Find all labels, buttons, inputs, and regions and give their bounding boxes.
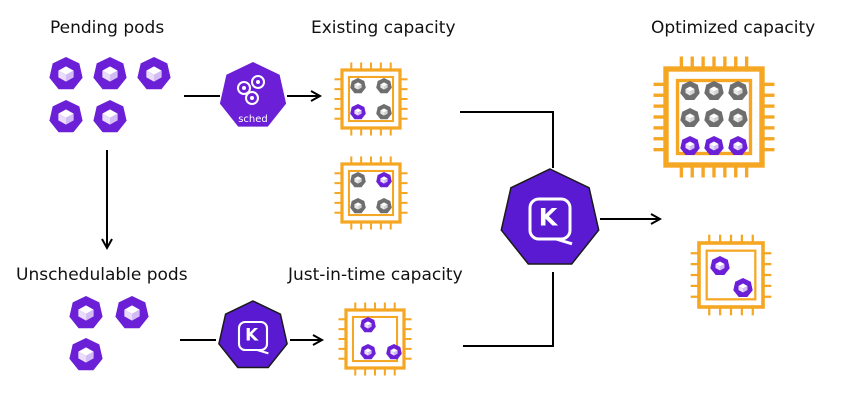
label-unschedulable-pods: Unschedulable pods [16, 265, 188, 285]
connector-layer [101, 90, 663, 347]
label-pending-pods: Pending pods [50, 18, 165, 38]
scheduler-label: sched [238, 114, 268, 125]
optimized-1-pod-6 [728, 108, 748, 127]
karpenter-letter: K [539, 204, 559, 232]
connector-existing-to-karpenter [460, 111, 554, 168]
optimized-1-pod-7 [680, 136, 700, 155]
optimized-1-pod-3 [728, 81, 748, 100]
unschedulable-pod-2 [115, 296, 149, 329]
jit-pod-1 [360, 317, 376, 333]
arrow-karpenter-to-jit [290, 334, 325, 346]
optimized-2-pod-1 [710, 256, 730, 275]
arrow-pending-to-unschedulable [101, 150, 113, 251]
existing-2-pod-4 [376, 198, 392, 214]
label-existing-capacity: Existing capacity [311, 18, 456, 38]
pending-pod-5 [93, 100, 127, 133]
optimized-1-pod-1 [680, 81, 700, 100]
optimized-1-pod-9 [728, 136, 748, 155]
karpenter-icon-small: K [218, 300, 288, 369]
pending-pod-2 [93, 57, 127, 90]
arrow-karpenter-to-optimized [600, 213, 663, 225]
existing-1-pod-4 [376, 104, 392, 120]
label-optimized-capacity: Optimized capacity [651, 18, 816, 38]
unschedulable-pod-1 [69, 296, 103, 329]
optimized-1-pod-5 [704, 108, 724, 127]
karpenter-letter: K [245, 325, 259, 345]
existing-node-2 [334, 156, 408, 230]
existing-1-pod-2 [376, 78, 392, 94]
optimized-2-pod-2 [733, 278, 753, 297]
jit-pod-2 [360, 344, 376, 360]
jit-pod-3 [386, 344, 402, 360]
pending-pod-1 [49, 57, 83, 90]
pending-pod-4 [49, 100, 83, 133]
existing-2-pod-2 [376, 172, 392, 188]
optimized-1-pod-2 [704, 81, 724, 100]
arrow-scheduler-to-existing [287, 90, 323, 102]
jit-node [338, 302, 412, 376]
pending-pod-3 [137, 57, 171, 90]
existing-2-pod-1 [350, 172, 366, 188]
label-just-in-time-capacity: Just-in-time capacity [288, 265, 463, 285]
existing-1-pod-3 [350, 104, 366, 120]
existing-2-pod-3 [350, 198, 366, 214]
optimized-1-pod-4 [680, 108, 700, 127]
optimized-1-pod-8 [704, 136, 724, 155]
optimized-node-2 [690, 234, 772, 316]
connector-jit-to-karpenter [463, 272, 554, 347]
existing-1-pod-1 [350, 78, 366, 94]
karpenter-icon-large: K [500, 168, 600, 265]
scheduler-icon: sched [219, 62, 287, 127]
unschedulable-pod-3 [69, 338, 103, 371]
existing-node-1 [334, 62, 408, 136]
